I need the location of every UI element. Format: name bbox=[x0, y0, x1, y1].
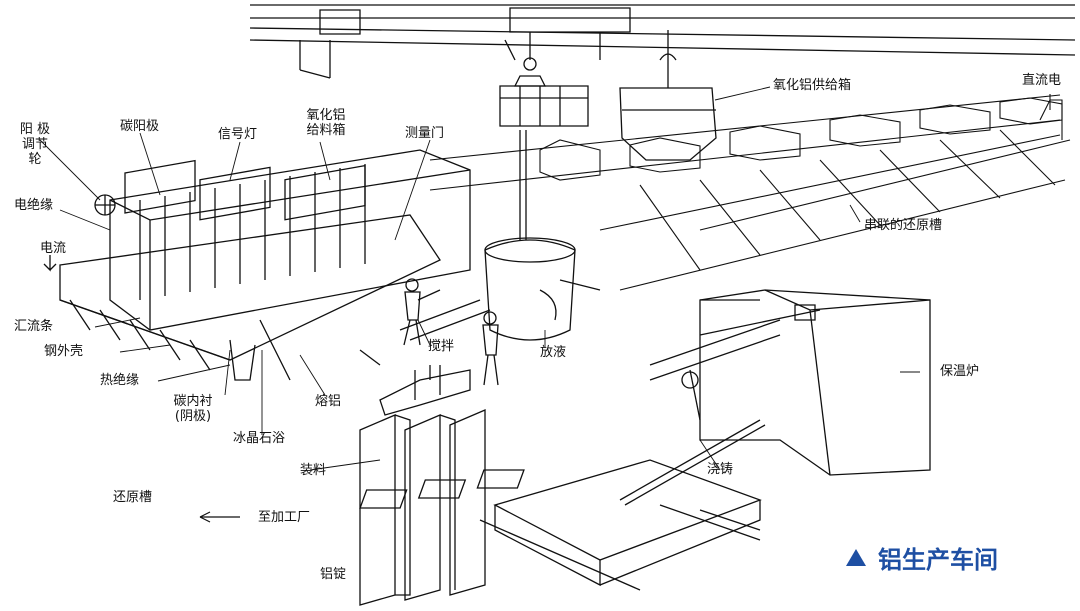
label-carbon-anode: 碳阳极 bbox=[120, 119, 160, 134]
caption-triangle-icon bbox=[846, 549, 866, 566]
label-alumina-feeder-line2: 给料箱 bbox=[306, 123, 346, 138]
label-to-plant: 至加工厂 bbox=[258, 510, 311, 525]
series-reduction-cells bbox=[430, 94, 1070, 290]
label-molten-aluminum: 熔铝 bbox=[315, 394, 342, 409]
label-anode-adjuster-wheel: 阳 极 调节轮 bbox=[18, 122, 52, 167]
label-alumina-feeder: 氧化铝 给料箱 bbox=[302, 108, 350, 138]
leader-lines bbox=[40, 87, 920, 470]
label-casting: 浇铸 bbox=[707, 462, 734, 477]
holding-furnace bbox=[650, 290, 930, 475]
label-alumina-supply-box: 氧化铝供给箱 bbox=[773, 78, 852, 93]
ingot-stack bbox=[360, 365, 485, 605]
label-alumina-feeder-line1: 氧化铝 bbox=[306, 108, 346, 123]
label-signal-lamp: 信号灯 bbox=[218, 127, 258, 142]
label-carbon-lining-line2: (阴极) bbox=[174, 409, 212, 424]
label-measure-door: 测量门 bbox=[405, 126, 445, 141]
label-charging: 装料 bbox=[300, 463, 327, 478]
label-cryolite-bath: 冰晶石浴 bbox=[233, 431, 286, 446]
label-tapping: 放液 bbox=[540, 345, 567, 360]
label-electric-insulation: 电绝缘 bbox=[14, 198, 54, 213]
casting-mold bbox=[360, 370, 765, 585]
label-busbar: 汇流条 bbox=[14, 319, 54, 334]
label-dc-power: 直流电 bbox=[1022, 73, 1062, 88]
floor-rails bbox=[360, 300, 760, 590]
label-stirring: 搅拌 bbox=[428, 339, 455, 354]
alumina-supply-hopper bbox=[620, 30, 716, 160]
label-holding-furnace: 保温炉 bbox=[940, 364, 980, 379]
label-steel-shell: 钢外壳 bbox=[44, 344, 84, 359]
label-anode-wheel-line1: 阳 极 bbox=[19, 122, 51, 137]
caption: 铝生产车间 bbox=[846, 540, 998, 575]
main-reduction-cell bbox=[44, 150, 470, 380]
label-series-cells: 串联的还原槽 bbox=[864, 218, 943, 233]
workers bbox=[404, 279, 498, 385]
label-current: 电流 bbox=[40, 241, 67, 256]
overhead-crane-rails bbox=[250, 5, 1075, 78]
to-plant-arrow bbox=[200, 512, 240, 522]
label-carbon-lining-line1: 碳内衬 bbox=[173, 394, 213, 409]
tapping-crucible bbox=[485, 130, 600, 340]
caption-title: 铝生产车间 bbox=[878, 546, 998, 574]
label-anode-wheel-line2: 调节轮 bbox=[21, 137, 48, 167]
label-carbon-lining: 碳内衬 (阴极) bbox=[168, 394, 218, 424]
crane-operator-cab bbox=[500, 40, 588, 126]
label-reduction-cell: 还原槽 bbox=[113, 490, 153, 505]
label-ingot: 铝锭 bbox=[320, 567, 347, 582]
label-thermal-insulation: 热绝缘 bbox=[100, 373, 140, 388]
